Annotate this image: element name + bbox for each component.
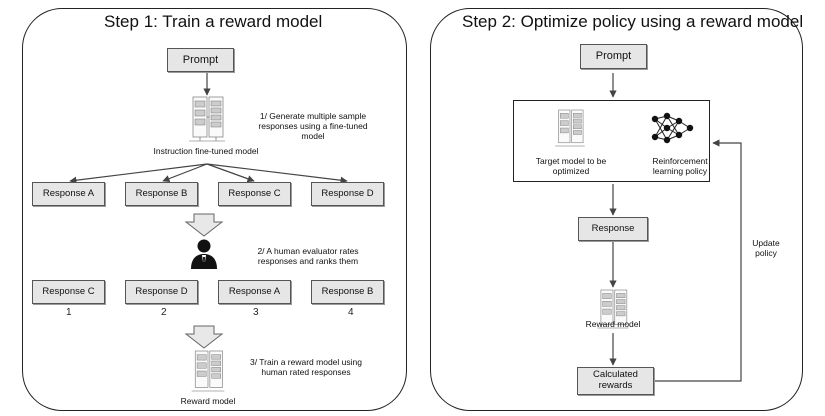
down-block-arrow-1 [184, 213, 224, 237]
step2-response-box: Response [578, 217, 648, 241]
rank-number: 1 [66, 307, 72, 318]
ranked-response-3-box: Response A [218, 280, 291, 304]
ranked-response-2-box: Response D [125, 280, 198, 304]
instruction-model-label: Instruction fine-tuned model [153, 146, 259, 156]
rank-number: 3 [253, 307, 259, 318]
update-policy-label: Update policy [752, 238, 780, 259]
ranked-response-4-box: Response B [311, 280, 384, 304]
transformer-model-icon [189, 96, 225, 142]
down-block-arrow-2 [184, 325, 224, 349]
arrow-to-response-c [206, 163, 255, 183]
response-b-box: Response B [125, 182, 198, 206]
response-a-box: Response A [32, 182, 105, 206]
arrow-update-policy [655, 139, 742, 382]
arrow-to-response-d [206, 163, 348, 184]
response-c-box: Response C [218, 182, 291, 206]
step2-title: Step 2: Optimize policy using a reward m… [462, 12, 804, 31]
step1-prompt-box: Prompt [167, 48, 234, 72]
rank-number: 4 [348, 307, 354, 318]
arrow-to-response-a [69, 163, 208, 184]
step2-reward-model-label: Reward model [585, 319, 641, 329]
calculated-rewards-box: Calculated rewards [577, 367, 654, 395]
human-evaluator-icon [191, 239, 217, 269]
rl-policy-label: Reinforcement learning policy [652, 156, 708, 177]
target-model-icon [555, 109, 585, 147]
step1-reward-model-label: Reward model [180, 396, 236, 406]
arrow-to-response-b [162, 163, 208, 183]
step1-note-evaluate: 2/ A human evaluator rates responses and… [257, 246, 359, 267]
reward-model-icon [191, 350, 225, 392]
target-model-label: Target model to be optimized [535, 156, 607, 177]
policy-group-box [513, 100, 710, 182]
step1-note-generate: 1/ Generate multiple sample responses us… [258, 111, 368, 142]
step1-note-train: 3/ Train a reward model using human rate… [250, 357, 362, 378]
neural-network-icon [651, 112, 694, 144]
rank-number: 2 [161, 307, 167, 318]
reward-model-icon [597, 289, 629, 329]
step1-panel [22, 8, 407, 411]
step1-title: Step 1: Train a reward model [104, 12, 323, 31]
ranked-response-1-box: Response C [32, 280, 105, 304]
step2-prompt-box: Prompt [580, 44, 647, 69]
response-d-box: Response D [311, 182, 384, 206]
